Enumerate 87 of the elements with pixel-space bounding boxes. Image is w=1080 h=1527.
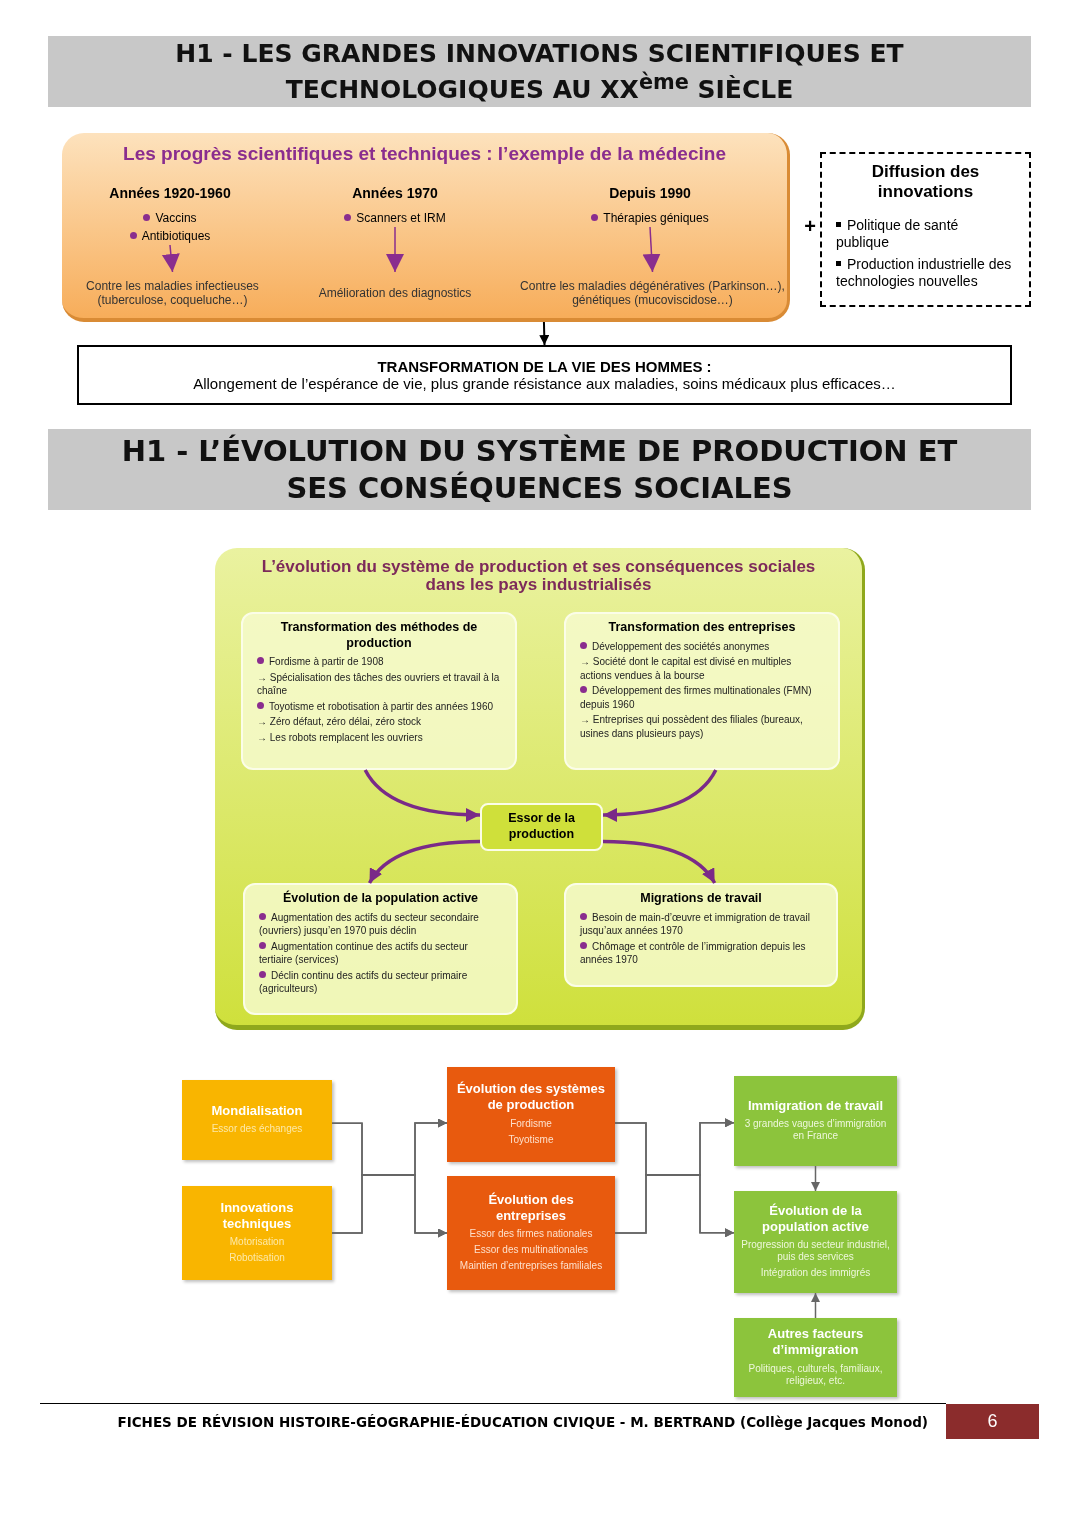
heading: Transformation des méthodes de production — [279, 620, 479, 652]
text: Besoin de main-d’œuvre et immigration de travail jusqu’aux années 1970 — [580, 910, 822, 938]
outlined-box — [77, 345, 1012, 405]
heading: Évolution des systèmes de production — [455, 1081, 607, 1113]
heading: Les progrès scientifiques et techniques : l’exemple de la médecine — [123, 143, 726, 165]
text: Production industrielle des technologies nouvelles — [836, 256, 1015, 290]
text: Fordisme à partir de 1908 — [257, 655, 501, 669]
page-number: 6 — [946, 1404, 1039, 1439]
text: Maintien d’entreprises familiales — [459, 1260, 603, 1273]
section-heading: H1 - L’ÉVOLUTION DU SYSTÈME DE PRODUCTION ET SES CONSÉQUENCES SOCIALES — [120, 433, 959, 506]
flow-box — [734, 1076, 897, 1166]
arrow — [614, 1174, 735, 1238]
text: Politique de santé publique — [836, 216, 1015, 251]
arrow — [539, 321, 550, 346]
triangle-arrow — [161, 244, 180, 273]
footer-text: FICHES DE RÉVISION HISTOIRE-GÉOGRAPHIE-ÉDUCATION CIVIQUE - M. BERTRAND (Collège Jacques Monod) — [116, 1413, 929, 1432]
heading: Années 1970 — [352, 184, 438, 203]
title: H1 - LES GRANDES INNOVATIONS SCIENTIFIQUES ET TECHNOLOGIQUES AU XX$^{ème}$ SIÈCLE — [174, 37, 905, 106]
text: → Entreprises qui possèdent des filiales (bureaux, usines dans plusieurs pays) — [580, 713, 804, 741]
heading: Autres facteurs d’immigration — [766, 1326, 865, 1358]
text: Progression du secteur industriel, puis des services — [740, 1239, 891, 1264]
heading: Évolution des entreprises — [487, 1191, 575, 1224]
flow-box — [182, 1186, 332, 1280]
heading: Amélioration des diagnostics — [318, 286, 472, 300]
arrow — [602, 769, 718, 822]
heading: Mondialisation — [211, 1102, 303, 1119]
rounded-box — [241, 612, 517, 770]
heading: TRANSFORMATION DE LA VIE DES HOMMES : — [377, 358, 712, 375]
heading: L’évolution du système de production et ses conséquences sociales dans les pays industrialisés — [260, 558, 817, 594]
arrow — [811, 1165, 820, 1192]
heading: Immigration de travail — [747, 1097, 884, 1114]
text: Développement des sociétés anonymes — [580, 639, 824, 654]
info-panel — [62, 133, 790, 322]
text: 3 grandes vagues d’immigration en France — [743, 1118, 888, 1143]
heading: Essor de la production — [507, 811, 576, 843]
text: Augmentation des actifs du secteur secondaire (ouvriers) jusqu’en 1970 puis déclin — [259, 910, 502, 938]
text: Robotisation — [229, 1252, 285, 1265]
text: Fordisme — [510, 1117, 552, 1130]
text: Thérapies géniques — [591, 211, 709, 225]
arrow — [811, 1292, 820, 1319]
arrow — [602, 839, 717, 884]
dashed-box — [820, 152, 1031, 307]
text: → Les robots remplacent les ouvriers — [257, 730, 424, 745]
rounded-box — [564, 883, 838, 987]
text: Chômage et contrôle de l’immigration depuis les années 1970 — [580, 939, 822, 967]
text: → Zéro défaut, zéro délai, zéro stock — [257, 715, 422, 729]
flow-box — [182, 1080, 332, 1160]
flow-box — [447, 1067, 615, 1162]
text: Scanners et IRM — [344, 211, 446, 225]
text: Déclin continu des actifs du secteur primaire (agriculteurs) — [259, 968, 502, 996]
rounded-box — [243, 883, 518, 1015]
text: Développement des firmes multinationales (FMN) depuis 1960 — [580, 684, 824, 712]
flow-box — [734, 1318, 897, 1397]
text: Intégration des immigrés — [760, 1267, 871, 1280]
heading: Innovations techniques — [219, 1199, 295, 1232]
triangle-arrow — [642, 226, 661, 273]
plus-sign: + — [803, 215, 817, 239]
heading: Depuis 1990 — [609, 184, 691, 203]
text: Toyotisme — [508, 1133, 554, 1146]
text: Essor des échanges — [211, 1123, 303, 1136]
rounded-box — [480, 803, 603, 851]
heading: Évolution de la population active — [281, 891, 480, 907]
text: Allongement de l’espérance de vie, plus grande résistance aux maladies, soins médicaux plus efficaces… — [193, 375, 896, 392]
info-panel — [215, 548, 865, 1030]
text: Essor des multinationales — [474, 1244, 588, 1257]
heading: Évolution de la population active — [761, 1202, 870, 1235]
flow-box — [447, 1176, 615, 1290]
triangle-arrow — [386, 226, 404, 273]
text: Toyotisme et robotisation à partir des années 1960 — [257, 699, 501, 714]
rounded-box — [564, 612, 840, 770]
heading: Contre les maladies dégénératives (Parkinson…), génétiques (mucoviscidose…) — [520, 279, 785, 307]
heading: Années 1920-1960 — [109, 184, 231, 203]
text: → Spécialisation des tâches des ouvriers et travail à la chaîne — [257, 670, 501, 698]
flow-box — [734, 1191, 897, 1293]
text: Motorisation — [229, 1236, 285, 1249]
heading: Diffusion des innovations — [870, 162, 981, 203]
text: Antibiotiques — [129, 229, 211, 243]
text: Politiques, culturels, familiaux, religieux, etc. — [747, 1362, 884, 1387]
arrow — [363, 769, 481, 822]
heading: Transformation des entreprises — [607, 620, 797, 636]
text: Essor des firmes nationales — [469, 1228, 593, 1241]
heading: Migrations de travail — [639, 891, 763, 907]
arrow — [331, 1174, 448, 1238]
arrow — [368, 839, 481, 884]
text: Augmentation continue des actifs du secteur tertiaire (services) — [259, 939, 502, 967]
text: → Société dont le capital est divisé en multiples actions vendues à la bourse — [580, 655, 793, 683]
text: Vaccins — [143, 211, 197, 225]
